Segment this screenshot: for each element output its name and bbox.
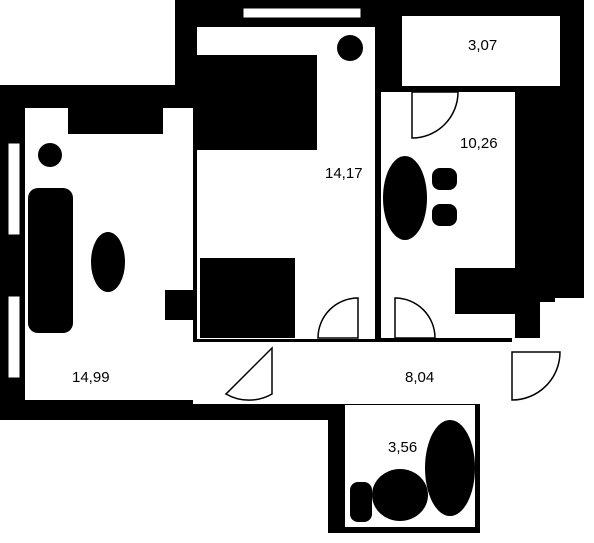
shelf-left xyxy=(68,108,163,134)
bathtub xyxy=(425,420,475,516)
room-area-label: 10,26 xyxy=(460,135,498,152)
plant-icon xyxy=(337,35,363,61)
room-area-label: 14,99 xyxy=(72,369,110,386)
room-area-label: 8,04 xyxy=(405,369,434,386)
tv-stand xyxy=(165,290,193,320)
window-left-upper xyxy=(7,142,21,236)
coffee-table xyxy=(91,232,125,292)
balcony-floor xyxy=(402,16,560,86)
kitchen-counter-bottom xyxy=(455,268,515,314)
door-center-room xyxy=(317,297,359,339)
door-kitchen-bottom xyxy=(394,297,436,339)
sofa xyxy=(28,188,73,333)
doors xyxy=(224,91,561,401)
door-left-room xyxy=(224,346,273,401)
room-area-label: 14,17 xyxy=(325,165,363,182)
door-entry xyxy=(511,351,561,401)
window-top xyxy=(242,7,362,19)
kitchen-counter-right xyxy=(515,92,555,302)
chair-1 xyxy=(432,168,457,190)
plants xyxy=(38,35,363,167)
door-kitchen xyxy=(411,91,459,139)
wardrobe-center xyxy=(197,55,317,150)
windows xyxy=(7,7,362,379)
wardrobe-center-lower xyxy=(200,258,295,338)
sink xyxy=(372,469,428,521)
furniture xyxy=(28,55,555,522)
chair-2 xyxy=(432,204,457,226)
plant-icon xyxy=(38,143,62,167)
window-left-lower xyxy=(7,295,21,379)
room-area-label: 3,56 xyxy=(388,439,417,456)
toilet xyxy=(350,482,372,522)
room-area-label: 3,07 xyxy=(468,37,497,54)
dining-table xyxy=(383,156,427,240)
